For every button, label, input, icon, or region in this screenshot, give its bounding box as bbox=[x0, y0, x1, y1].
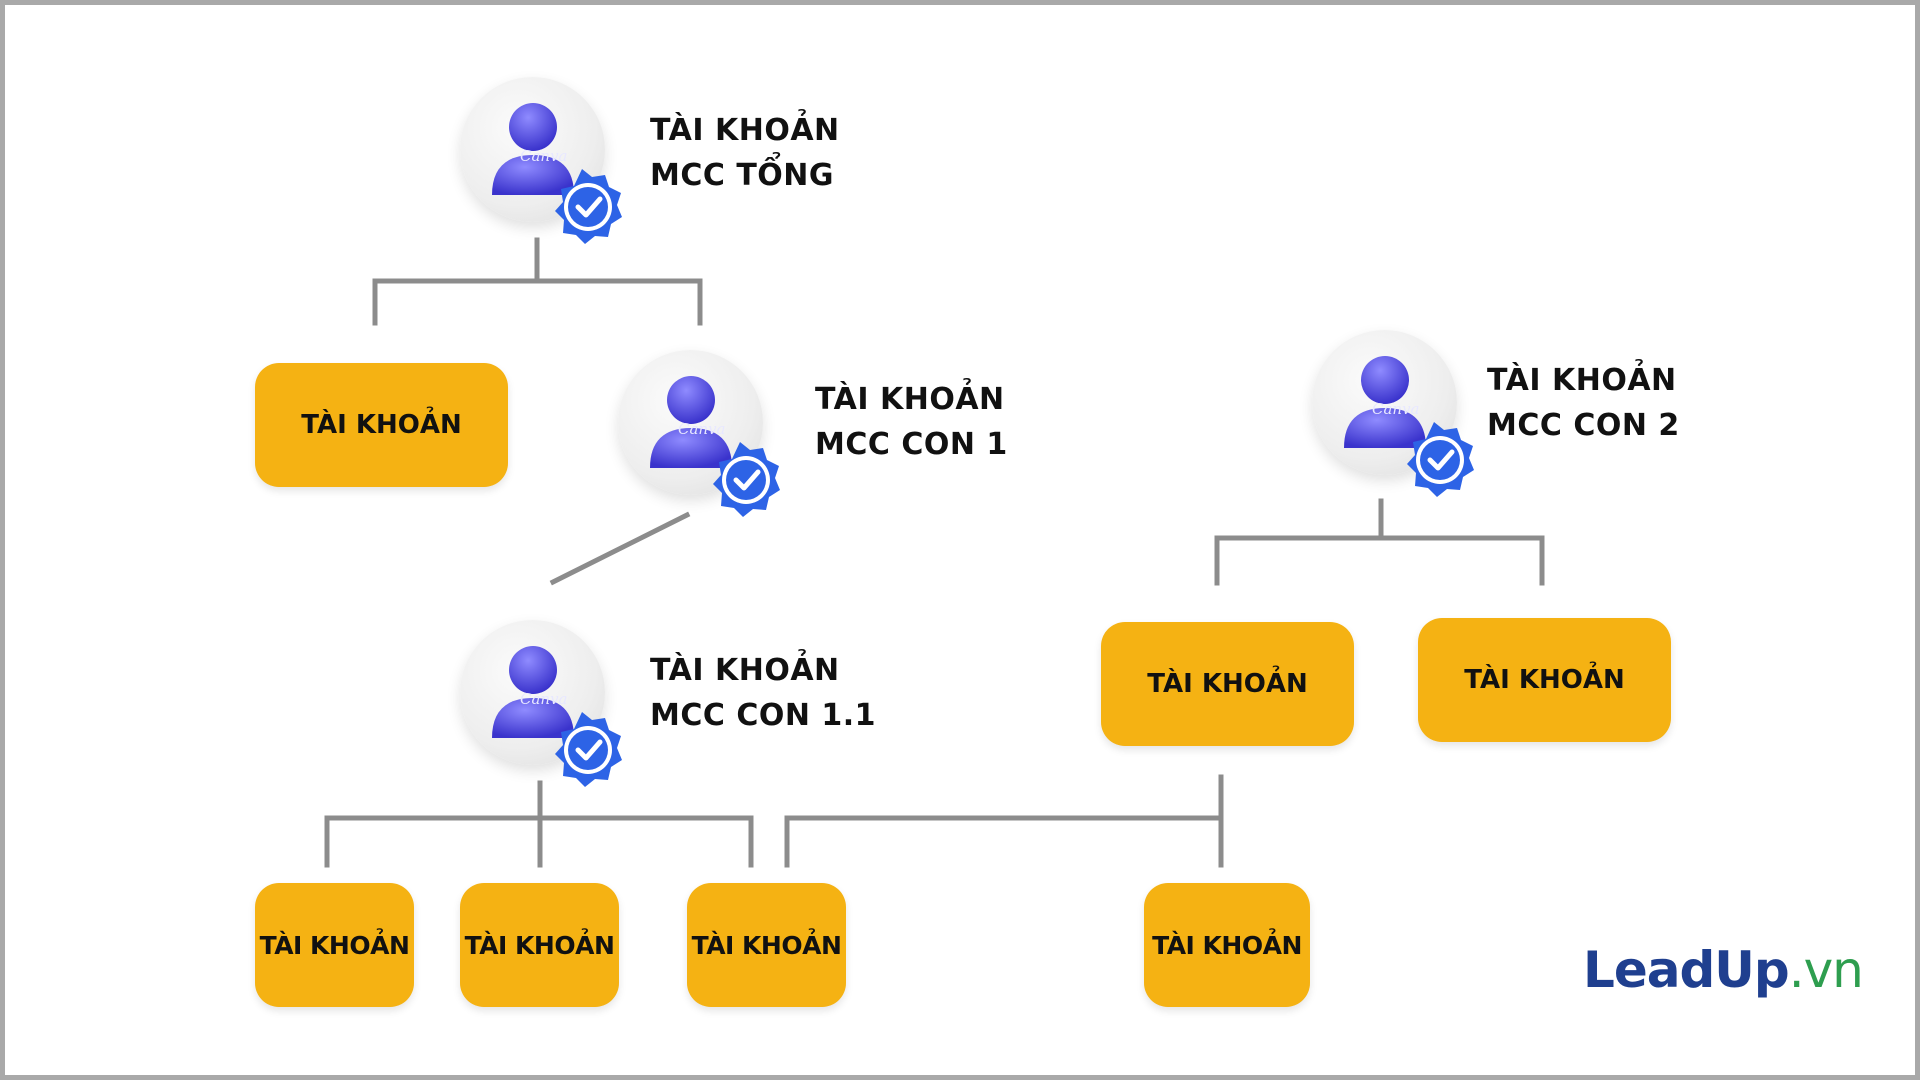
verified-user-icon: Canva bbox=[492, 103, 622, 244]
account-box-7: TÀI KHOẢN bbox=[1144, 883, 1310, 1007]
canva-watermark: Canva bbox=[678, 420, 726, 438]
account-box-5: TÀI KHOẢN bbox=[460, 883, 619, 1007]
account-box-6: TÀI KHOẢN bbox=[687, 883, 846, 1007]
label-line-1: TÀI KHOẢN bbox=[1487, 363, 1677, 398]
verified-user-icon: Canva bbox=[650, 376, 780, 517]
leadup-logo: LeadUp.vn bbox=[1583, 940, 1864, 1000]
brand-domain: .vn bbox=[1788, 941, 1864, 999]
account-label: TÀI KHOẢN bbox=[691, 930, 842, 960]
verified-user-icon: Canva bbox=[1344, 356, 1474, 497]
label-line-1: TÀI KHOẢN bbox=[650, 113, 840, 148]
avatar-mcc-con-2: Canva bbox=[1312, 330, 1474, 497]
account-label: TÀI KHOẢN bbox=[259, 930, 410, 960]
account-box-3: TÀI KHOẢN bbox=[1418, 618, 1671, 742]
canva-watermark: Canva bbox=[520, 690, 568, 708]
label-line-1: TÀI KHOẢN bbox=[650, 653, 840, 688]
avatar-mcc-con-1: Canva bbox=[618, 350, 780, 517]
label-line-2: MCC CON 2 bbox=[1487, 408, 1680, 443]
connector-lines bbox=[324, 237, 1545, 868]
label-line-2: MCC CON 1.1 bbox=[650, 698, 877, 733]
account-label: TÀI KHOẢN bbox=[1152, 930, 1302, 960]
connector-mcc-con-1-1 bbox=[324, 780, 754, 868]
account-label: TÀI KHOẢN bbox=[301, 410, 462, 440]
account-box-4: TÀI KHOẢN bbox=[255, 883, 414, 1007]
label-mcc-con-1: TÀI KHOẢN MCC CON 1 bbox=[815, 377, 1008, 467]
verified-user-icon: Canva bbox=[492, 646, 622, 787]
label-mcc-con-2: TÀI KHOẢN MCC CON 2 bbox=[1487, 358, 1680, 448]
label-line-2: MCC TỔNG bbox=[650, 158, 835, 193]
brand-name: LeadUp bbox=[1583, 941, 1790, 999]
account-label: TÀI KHOẢN bbox=[464, 930, 615, 960]
avatar-mcc-total: Canva bbox=[460, 77, 622, 244]
canva-watermark: Canva bbox=[520, 147, 568, 165]
account-label: TÀI KHOẢN bbox=[1147, 669, 1308, 699]
label-line-1: TÀI KHOẢN bbox=[815, 382, 1005, 417]
account-label: TÀI KHOẢN bbox=[1464, 665, 1625, 695]
label-mcc-total: TÀI KHOẢN MCC TỔNG bbox=[650, 108, 840, 198]
account-box-1: TÀI KHOẢN bbox=[255, 363, 508, 487]
account-box-2: TÀI KHOẢN bbox=[1101, 622, 1354, 746]
connector-mcc-con-1 bbox=[549, 511, 691, 586]
canva-watermark: Canva bbox=[1372, 400, 1420, 418]
connector-account-bracket bbox=[784, 774, 1224, 868]
avatar-mcc-con-1-1: Canva bbox=[460, 620, 622, 787]
connector-mcc-total bbox=[372, 237, 703, 326]
label-line-2: MCC CON 1 bbox=[815, 427, 1008, 462]
label-mcc-con-1-1: TÀI KHOẢN MCC CON 1.1 bbox=[650, 648, 876, 738]
connector-mcc-con-2 bbox=[1214, 498, 1545, 586]
